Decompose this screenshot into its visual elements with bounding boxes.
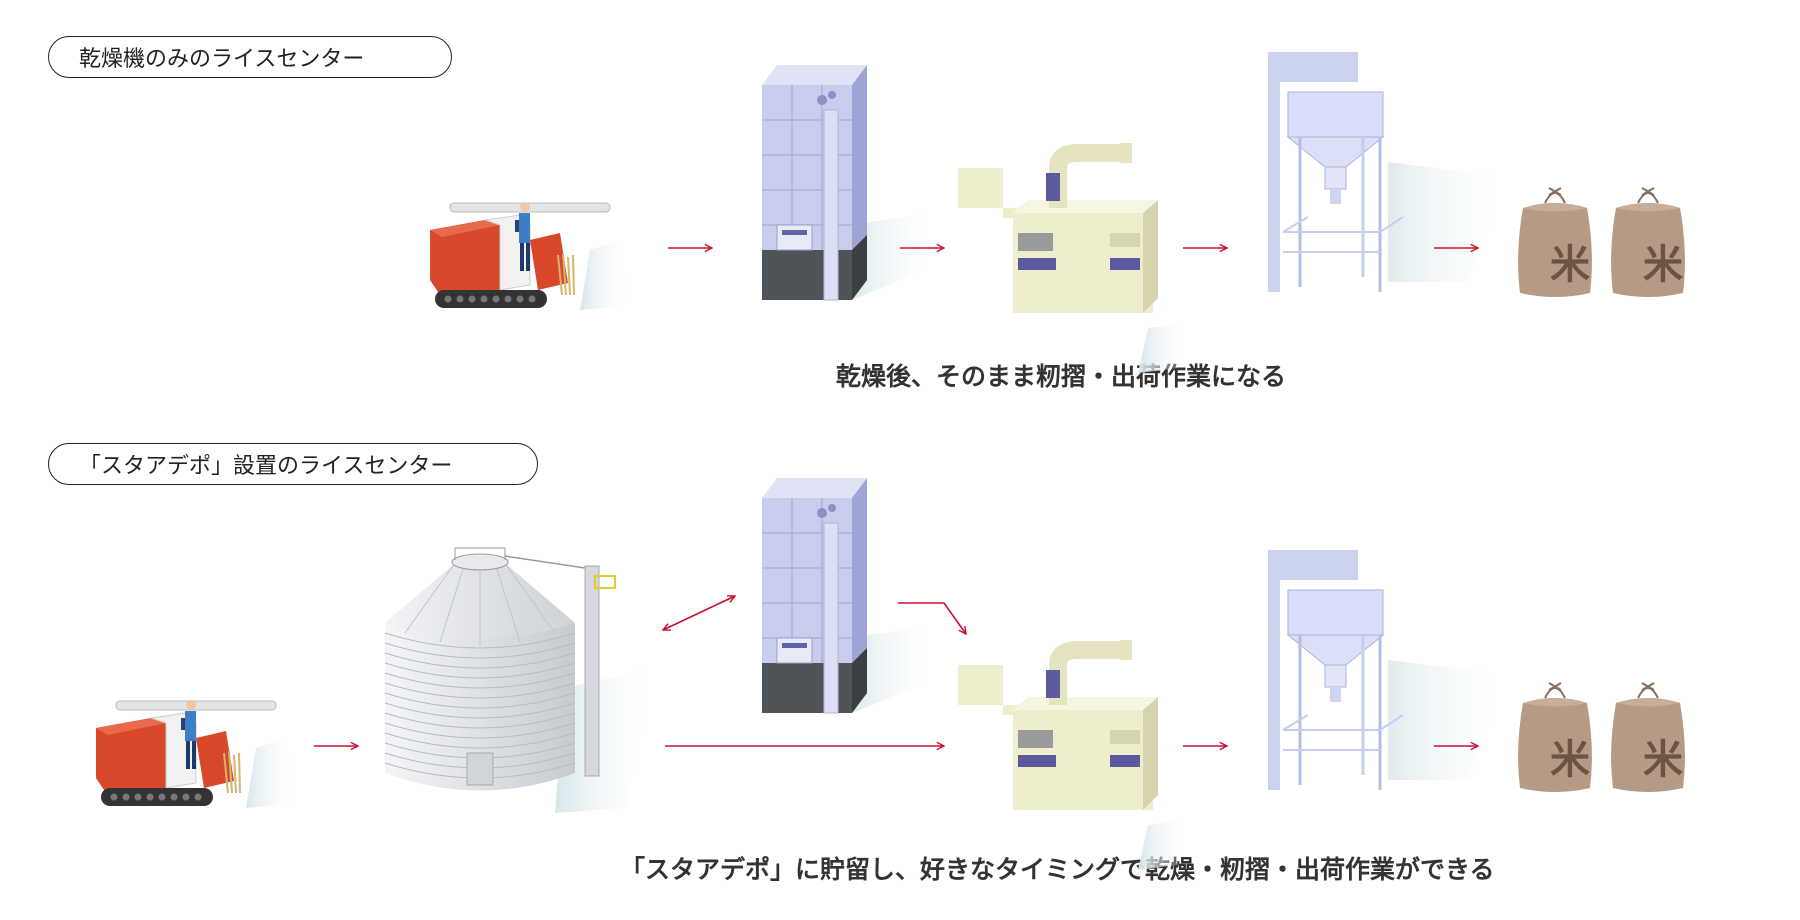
rice-huller-icon	[958, 143, 1188, 373]
rice-bag-label: 米	[1643, 738, 1683, 782]
section1-label-text: 乾燥機のみのライスセンター	[79, 47, 365, 72]
section2-label-text: 「スタアデポ」設置のライスセンター	[79, 454, 453, 479]
grain-hopper-icon	[1266, 50, 1510, 294]
rice-bag-label: 米	[1643, 243, 1683, 287]
section2-caption: 「スタアデポ」に貯留し、好きなタイミングで乾燥・籾摺・出荷作業ができる	[620, 855, 1495, 884]
combine-harvester-icon	[95, 699, 297, 809]
flow-arrow-icon	[898, 602, 966, 634]
flow-arrow-icon	[663, 596, 735, 630]
rice-bag-label: 米	[1550, 738, 1590, 782]
grain-hopper-icon	[1266, 548, 1510, 792]
rice-bag-label: 米	[1550, 243, 1590, 287]
section1-caption: 乾燥後、そのまま籾摺・出荷作業になる	[836, 362, 1287, 391]
grain-dryer-icon	[761, 477, 938, 714]
section1-label: 乾燥機のみのライスセンター	[48, 36, 452, 78]
storage-silo-icon	[384, 547, 656, 814]
combine-harvester-icon	[429, 201, 631, 311]
grain-dryer-icon	[761, 64, 938, 301]
rice-huller-icon	[958, 640, 1188, 870]
section2-label: 「スタアデポ」設置のライスセンター	[48, 443, 538, 485]
